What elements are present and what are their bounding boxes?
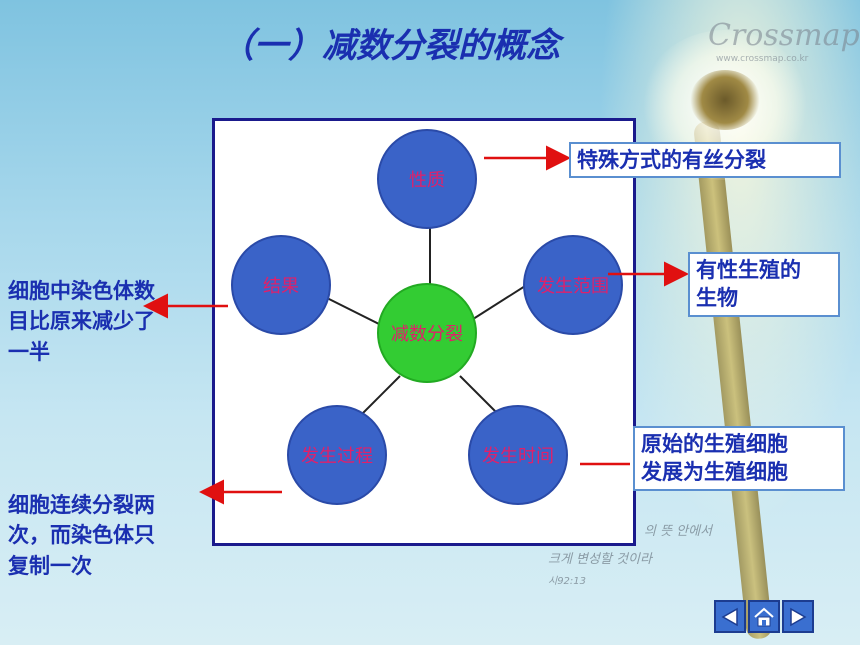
background-text-1: 의 뜻 안에서 [644,524,713,539]
text-result-line-3: 一半 [8,339,50,364]
text-result: 细胞中染色体数 目比原来减少了 一半 [8,276,155,367]
next-icon [790,607,807,626]
node-scope: 发生范围 [523,235,623,335]
background-text-3: 시92:13 [548,576,587,587]
callout-scope: 有性生殖的 生物 [688,252,840,317]
callout-nature: 特殊方式的有丝分裂 [569,142,841,179]
diagram-panel: 性质 发生范围 发生时间 发生过程 结果 减数分裂 [212,118,636,546]
callout-scope-line-2: 生物 [696,286,738,311]
watermark-logo: Crossmap [708,18,860,53]
text-process: 细胞连续分裂两 次，而染色体只 复制一次 [8,490,155,581]
callout-timing-line-2: 发展为生殖细胞 [641,460,788,485]
node-process: 发生过程 [287,405,387,505]
node-nature: 性质 [377,129,477,229]
connector-left [322,295,384,327]
node-center: 减数分裂 [377,283,477,383]
text-result-line-2: 目比原来减少了 [8,309,155,334]
watermark-url: www.crossmap.co.kr [716,54,809,64]
background-text-2: 크게 변성할 것이라 [548,552,652,567]
home-icon [754,607,774,626]
slide-navigation [714,600,814,633]
text-process-line-3: 复制一次 [8,553,92,578]
callout-timing-line-1: 原始的生殖细胞 [641,432,788,456]
next-button[interactable] [782,600,814,633]
dandelion-core [690,70,760,130]
connector-right [469,280,534,322]
page-title: （一）减数分裂的概念 [220,26,560,66]
prev-button[interactable] [714,600,746,633]
node-timing: 发生时间 [468,405,568,505]
home-button[interactable] [748,600,780,633]
text-process-line-1: 细胞连续分裂两 [8,493,155,517]
callout-nature-text: 特殊方式的有丝分裂 [577,148,766,172]
node-result: 结果 [231,235,331,335]
text-result-line-1: 细胞中染色体数 [8,279,155,303]
callout-timing: 原始的生殖细胞 发展为生殖细胞 [633,426,845,491]
text-process-line-2: 次，而染色体只 [8,523,155,548]
prev-icon [721,607,738,626]
callout-scope-line-1: 有性生殖的 [696,258,801,282]
